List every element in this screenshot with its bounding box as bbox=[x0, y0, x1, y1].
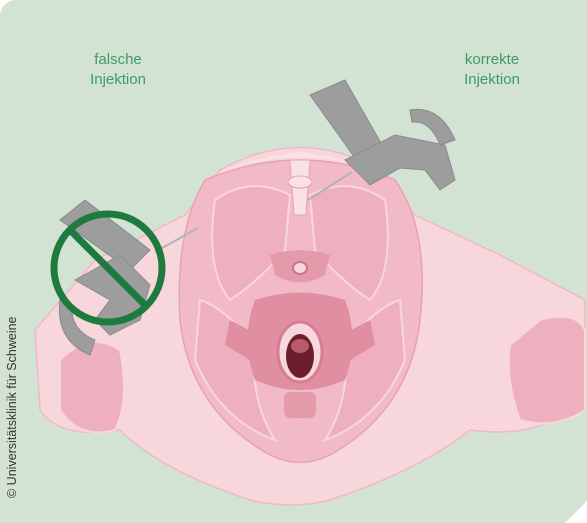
left-limb-muscle bbox=[60, 342, 124, 433]
correct-injection-label: korrekte Injektion bbox=[432, 50, 552, 90]
spinal-canal bbox=[293, 262, 307, 274]
trachea-highlight bbox=[291, 339, 309, 353]
spinal-notch bbox=[288, 176, 312, 188]
wrong-injection-label: falsche Injektion bbox=[58, 50, 178, 90]
sternum bbox=[284, 392, 316, 418]
copyright-credit: © Universitätsklinik für Schweine bbox=[5, 317, 19, 499]
